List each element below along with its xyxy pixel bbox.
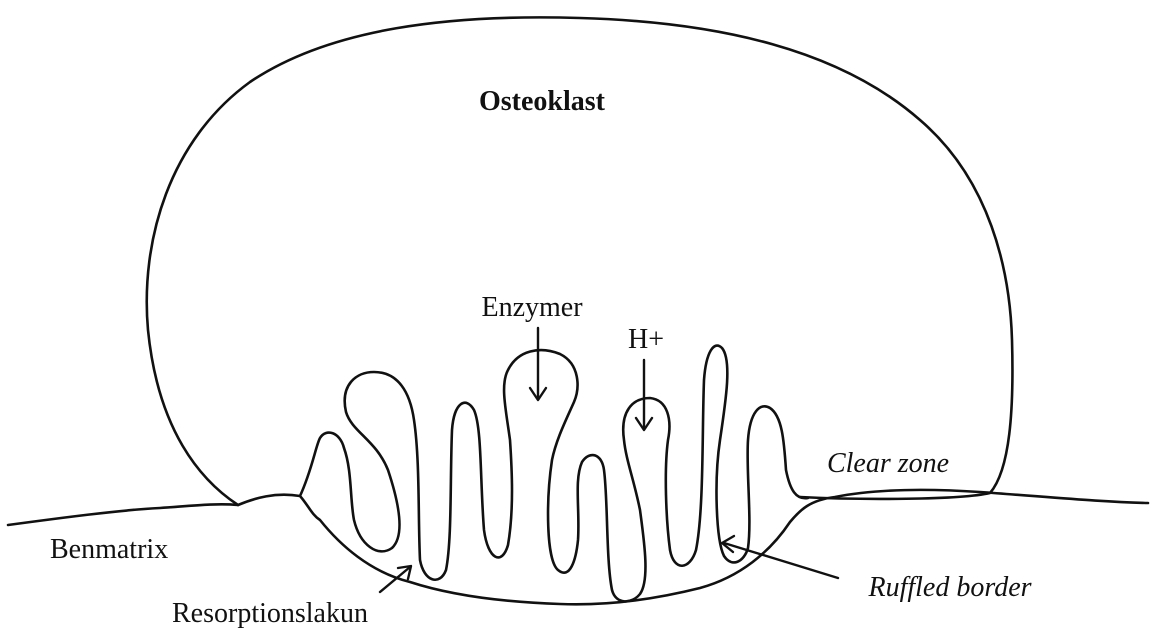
cell-label: Osteoklast: [479, 86, 606, 117]
ruffled-border-membrane: [300, 346, 808, 602]
protons-label: H+: [628, 324, 664, 355]
bone-matrix-label: Benmatrix: [50, 534, 168, 565]
enzymes-arrow: [530, 328, 546, 400]
enzymes-label: Enzymer: [481, 292, 583, 323]
clear-zone-label: Clear zone: [827, 448, 949, 479]
resorption-lacuna-label: Resorptionslakun: [172, 598, 368, 628]
protons-arrow: [636, 360, 652, 430]
ruffled-border-label: Ruffled border: [867, 572, 1031, 603]
resorption-lacuna-arrow: [380, 566, 411, 592]
